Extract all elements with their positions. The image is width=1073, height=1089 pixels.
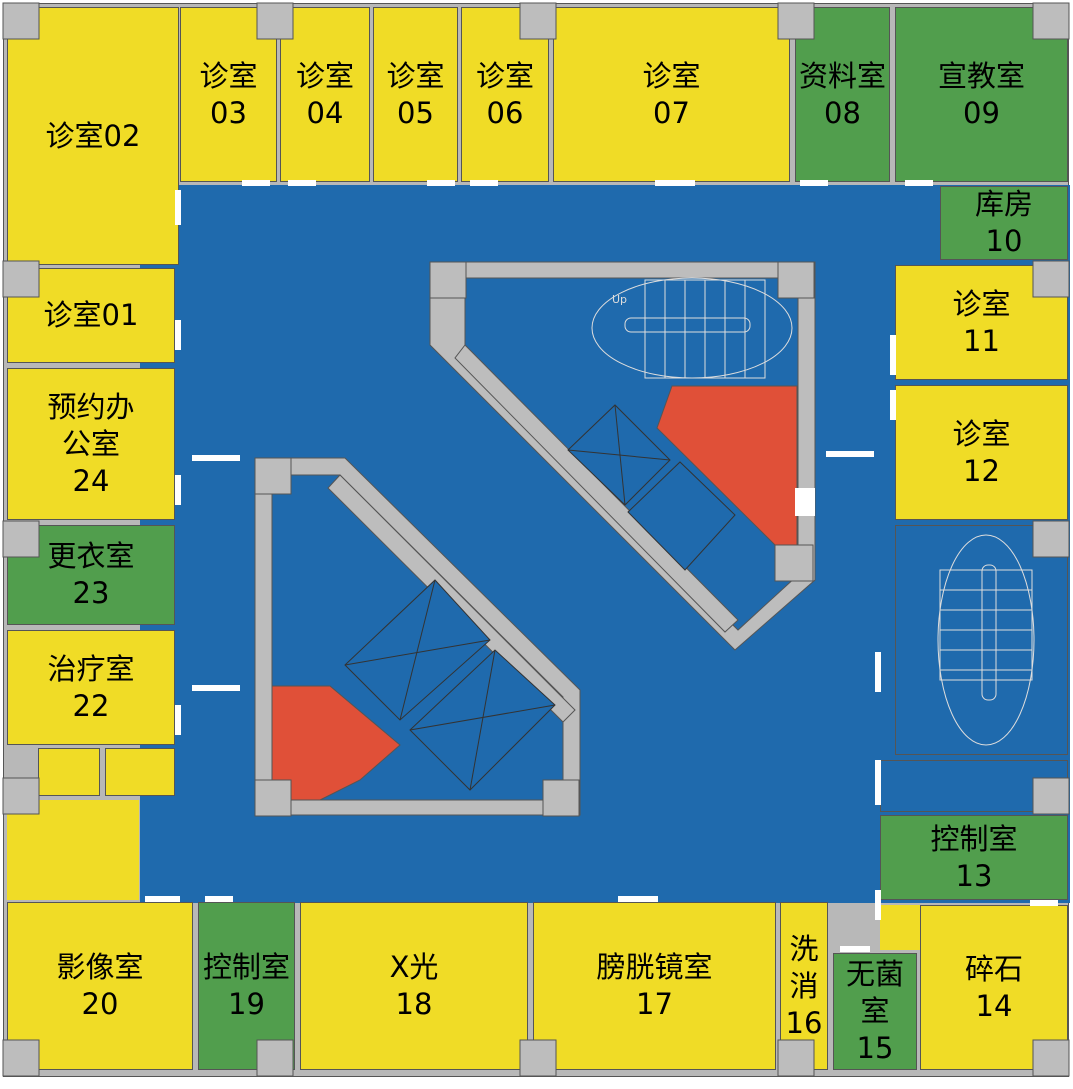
room-label: 诊室02 xyxy=(45,118,141,153)
room-number: 23 xyxy=(72,576,110,610)
room-number: 18 xyxy=(395,987,433,1021)
room-number: 06 xyxy=(486,95,524,130)
room-number: 14 xyxy=(975,988,1013,1023)
room-label: 洗 xyxy=(789,931,819,966)
room-label: 碎石 xyxy=(964,951,1023,986)
room-number: 12 xyxy=(963,453,1000,488)
room-label: 更衣室 xyxy=(47,539,135,573)
room-number: 09 xyxy=(963,95,1000,130)
room-number: 04 xyxy=(306,95,344,130)
stairs-north xyxy=(591,277,793,379)
room-label: X光 xyxy=(389,950,439,984)
room-label: 诊室 xyxy=(199,58,258,93)
room-label: 室 xyxy=(860,994,890,1028)
room-number: 19 xyxy=(228,987,265,1021)
room-number: 24 xyxy=(72,463,110,498)
room-label: 库房 xyxy=(974,187,1033,221)
room-label: 诊室 xyxy=(952,416,1011,451)
room-number: 07 xyxy=(653,95,690,130)
room-number: 08 xyxy=(824,95,861,130)
room-number: 20 xyxy=(81,987,119,1021)
room-label: 公室 xyxy=(61,426,120,461)
room-02[interactable]: 诊室02 xyxy=(7,7,179,265)
room-number: 17 xyxy=(636,987,673,1021)
room-number: 10 xyxy=(985,224,1023,258)
room-label: 消 xyxy=(789,968,819,1003)
room-label: 诊室 xyxy=(952,286,1011,321)
room-label: 诊室 xyxy=(386,58,445,93)
room-number: 11 xyxy=(963,323,1000,358)
room-label: 诊室 xyxy=(642,58,701,93)
room-label: 治疗室 xyxy=(47,651,135,686)
stairs-east xyxy=(937,534,1035,746)
elevator xyxy=(627,461,736,571)
room-label: 诊室 xyxy=(295,58,354,93)
room-14-annex xyxy=(880,905,920,950)
small-room-b[interactable] xyxy=(105,748,175,796)
stairs-up-label: Up xyxy=(612,293,627,306)
room-label: 控制室 xyxy=(930,821,1018,856)
room-number: 05 xyxy=(397,95,434,130)
room-label: 无菌 xyxy=(845,957,904,991)
room-label: 控制室 xyxy=(202,950,290,984)
room-number: 03 xyxy=(210,95,247,130)
room-number: 16 xyxy=(785,1005,823,1040)
storage-room[interactable] xyxy=(7,800,139,900)
corridor-west xyxy=(180,460,260,900)
room-label: 膀胱镜室 xyxy=(596,950,713,984)
small-room-a[interactable] xyxy=(38,748,100,796)
room-label: 宣教室 xyxy=(937,58,1025,93)
room-label: 诊室01 xyxy=(43,298,139,332)
room-number: 13 xyxy=(955,858,993,893)
room-label: 诊室 xyxy=(475,58,534,93)
room-number: 22 xyxy=(72,688,110,723)
room-label: 影像室 xyxy=(56,950,144,984)
room-label: 资料室 xyxy=(798,58,886,93)
room-number: 15 xyxy=(856,1031,894,1065)
room-label: 预约办 xyxy=(47,389,135,424)
door-openings xyxy=(145,180,1058,952)
